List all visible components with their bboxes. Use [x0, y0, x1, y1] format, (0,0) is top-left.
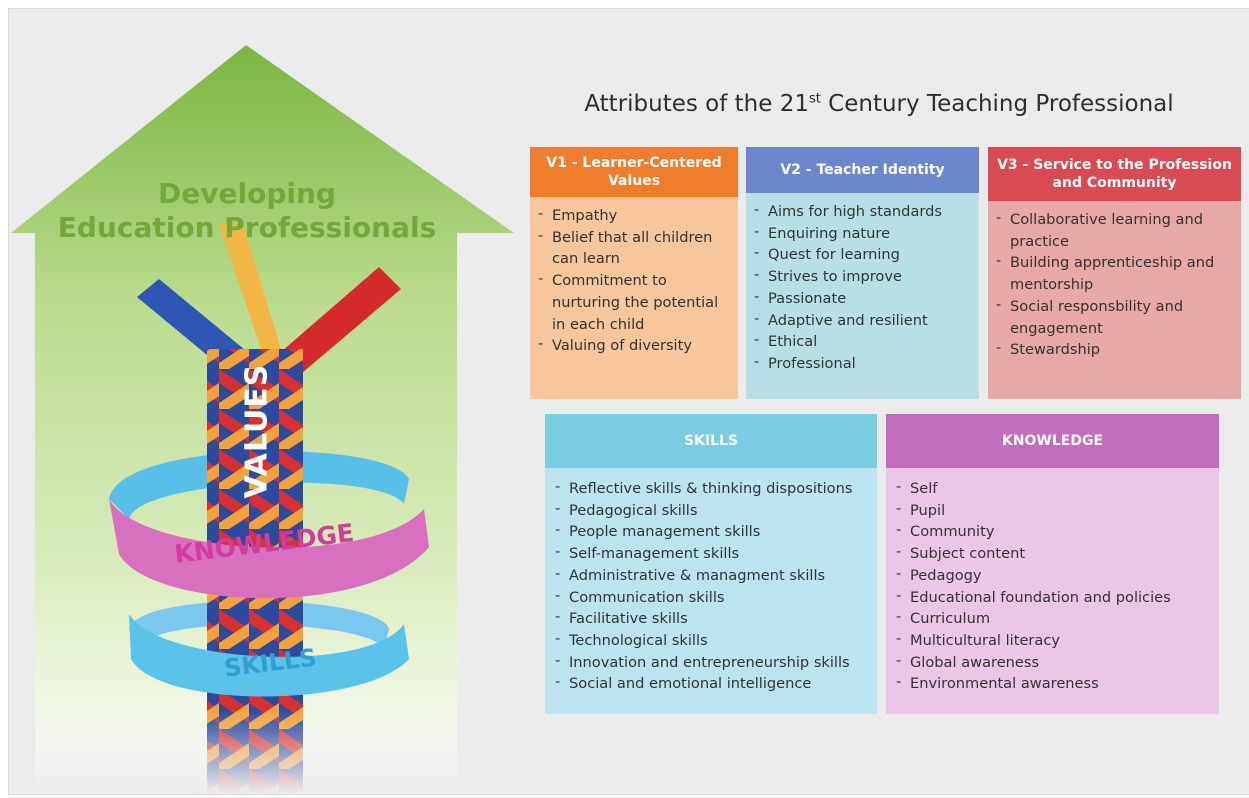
title-suffix: Century Teaching Professional — [820, 91, 1174, 117]
ribbon-back-upper — [109, 451, 409, 519]
values-label: VALUES — [239, 363, 275, 499]
v3-list: Collaborative learning and practice Buil… — [988, 201, 1241, 361]
ribbon-back-lower — [129, 600, 389, 649]
list-item: Innovation and entrepreneurship skills — [555, 650, 869, 674]
list-item: Pedagogy — [896, 563, 1211, 587]
list-item: Facilitative skills — [555, 606, 869, 630]
list-item: Educational foundation and policies — [896, 585, 1211, 609]
list-item: Aims for high standards — [754, 199, 971, 223]
v3-card: V3 - Service to the Profession and Commu… — [988, 147, 1241, 399]
list-item: Strives to improve — [754, 264, 971, 288]
list-item: Curriculum — [896, 606, 1211, 630]
title-superscript: st — [808, 91, 821, 107]
arrow-title: Developing Education Professionals — [37, 177, 457, 245]
list-item: Passionate — [754, 286, 971, 310]
title-prefix: Attributes of the 21 — [584, 91, 809, 117]
v1-list: Empathy Belief that all children can lea… — [530, 197, 738, 357]
diagram-canvas: Developing Education Professionals VALUE… — [8, 8, 1249, 795]
list-item: Community — [896, 519, 1211, 543]
v1-card: V1 - Learner-Centered Values Empathy Bel… — [530, 147, 738, 399]
skills-card: SKILLS Reflective skills & thinking disp… — [545, 414, 877, 714]
list-item: Empathy — [538, 203, 730, 227]
list-item: Social responsbility and engagement — [996, 294, 1233, 339]
v2-list: Aims for high standards Enquiring nature… — [746, 193, 979, 375]
list-item: Stewardship — [996, 337, 1233, 361]
list-item: Multicultural literacy — [896, 628, 1211, 652]
list-item: Reflective skills & thinking disposition… — [555, 476, 869, 500]
skills-header: SKILLS — [545, 414, 877, 468]
list-item: Subject content — [896, 541, 1211, 565]
list-item: Technological skills — [555, 628, 869, 652]
list-item: Pedagogical skills — [555, 498, 869, 522]
list-item: Building apprenticeship and mentorship — [996, 250, 1233, 295]
list-item: Self-management skills — [555, 541, 869, 565]
v3-header: V3 - Service to the Profession and Commu… — [988, 147, 1241, 201]
list-item: Communication skills — [555, 585, 869, 609]
v2-header: V2 - Teacher Identity — [746, 147, 979, 193]
list-item: Environmental awareness — [896, 671, 1211, 695]
knowledge-card: KNOWLEDGE Self Pupil Community Subject c… — [886, 414, 1219, 714]
arrow-title-line2: Education Professionals — [57, 211, 437, 244]
v1-header: V1 - Learner-Centered Values — [530, 147, 738, 197]
list-item: Professional — [754, 351, 971, 375]
list-item: Pupil — [896, 498, 1211, 522]
list-item: Commitment to nurturing the potential in… — [538, 268, 730, 335]
knowledge-ribbon — [109, 499, 429, 599]
list-item: Global awareness — [896, 650, 1211, 674]
list-item: Collaborative learning and practice — [996, 207, 1233, 252]
list-item: Valuing of diversity — [538, 333, 730, 357]
list-item: Social and emotional intelligence — [555, 671, 869, 695]
arrow-title-line1: Developing — [158, 177, 336, 210]
list-item: Enquiring nature — [754, 221, 971, 245]
list-item: Administrative & managment skills — [555, 563, 869, 587]
list-item: Ethical — [754, 329, 971, 353]
skills-list: Reflective skills & thinking disposition… — [545, 468, 877, 695]
list-item: Self — [896, 476, 1211, 500]
orange-strand — [219, 224, 281, 349]
development-arrow-graphic — [9, 45, 529, 794]
v2-card: V2 - Teacher Identity Aims for high stan… — [746, 147, 979, 399]
main-title: Attributes of the 21st Century Teaching … — [529, 91, 1229, 117]
list-item: Quest for learning — [754, 242, 971, 266]
list-item: Belief that all children can learn — [538, 225, 730, 270]
skills-ribbon — [129, 614, 409, 697]
list-item: Adaptive and resilient — [754, 308, 971, 332]
knowledge-header: KNOWLEDGE — [886, 414, 1219, 468]
knowledge-list: Self Pupil Community Subject content Ped… — [886, 468, 1219, 695]
list-item: People management skills — [555, 519, 869, 543]
